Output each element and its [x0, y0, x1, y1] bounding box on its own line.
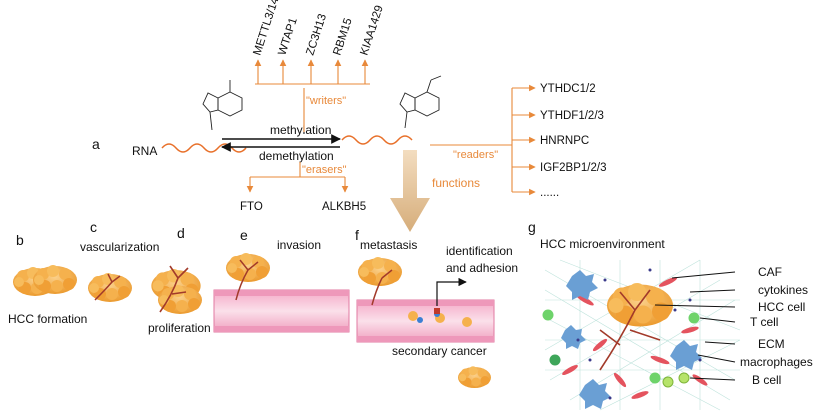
macrophage-cells	[561, 270, 702, 409]
rna-strand-right	[341, 135, 413, 145]
blood-vessel-branch	[371, 269, 393, 306]
erasers-group	[246, 162, 349, 193]
writer-rbm15: RBM15	[331, 17, 354, 57]
readers-group	[430, 84, 536, 196]
blood-vessel	[213, 289, 350, 333]
caption-secondary-cancer: secondary cancer	[392, 344, 487, 358]
panel-letter-g: g	[528, 219, 536, 235]
panel-letter-e: e	[240, 227, 248, 243]
reader-item: YTHDF1/2/3	[540, 110, 604, 122]
caption-proliferation: proliferation	[148, 321, 211, 335]
circulating-tumor-cell	[408, 311, 418, 321]
legend-caf: CAF	[758, 265, 782, 279]
demethylation-label: demethylation	[259, 149, 334, 163]
functions-label: functions	[432, 176, 480, 190]
panel-b: b HCC formation	[8, 232, 87, 326]
vessel-wall-bottom	[214, 326, 349, 332]
reader-item: ......	[540, 187, 559, 199]
vessel-wall-top	[214, 290, 349, 296]
legend-hcc-cell: HCC cell	[758, 300, 805, 314]
note-adhesion: and adhesion	[446, 261, 518, 275]
circulating-tumor-cell	[462, 317, 472, 327]
panel-letter-f: f	[355, 227, 359, 243]
panel-letter-c: c	[90, 219, 97, 235]
vessel-wall-bottom	[357, 336, 494, 342]
readers-label: "readers"	[453, 149, 498, 161]
panel-c: c vascularization	[80, 219, 159, 302]
legend-ecm: ECM	[758, 337, 785, 351]
legend-b-cell: B cell	[752, 373, 781, 387]
eraser-alkbh5: ALKBH5	[322, 201, 366, 213]
writers-group	[254, 59, 370, 132]
adhesion-pointer-arrow	[436, 277, 467, 306]
reader-item: HNRNPC	[540, 135, 589, 147]
panel-a: a RNA methylation demethylation	[92, 0, 606, 232]
adenine-molecule-icon	[202, 80, 243, 131]
legend-t-cell: T cell	[750, 315, 778, 329]
writer-kiaa1429: KIAA1429	[358, 4, 385, 57]
methyl-adenine-molecule-icon	[399, 75, 442, 129]
caption-hcc-microenvironment: HCC microenvironment	[540, 237, 665, 251]
panel-d: d proliferation	[148, 225, 211, 335]
reader-item: YTHDC1/2	[540, 83, 596, 95]
panel-f: f metastasis identification and adhesion…	[355, 227, 518, 388]
functions-arrow	[390, 150, 430, 232]
caf-cells	[562, 277, 708, 399]
methylation-label: methylation	[270, 123, 331, 137]
adhesion-site	[434, 308, 440, 314]
legend-pointers	[654, 271, 736, 381]
legend-cytokines: cytokines	[758, 283, 808, 297]
eraser-fto: FTO	[240, 201, 263, 213]
rna-strand-left	[161, 143, 247, 153]
writers-label: "writers"	[306, 95, 346, 107]
blood-vessel-network	[599, 289, 661, 371]
writer-zc3h13: ZC3H13	[304, 12, 329, 56]
hcc-tumor-icon	[33, 265, 77, 294]
panel-e: e invasion	[213, 227, 350, 333]
cytokine-dots	[576, 268, 702, 400]
reader-item: IGF2BP1/2/3	[540, 162, 606, 174]
caption-metastasis: metastasis	[360, 238, 417, 252]
adhesion-marker	[417, 317, 423, 323]
vessel-wall-top	[357, 300, 494, 306]
panel-letter-b: b	[16, 232, 24, 248]
t-cells	[542, 309, 700, 384]
tumor-icon	[226, 253, 270, 282]
rna-label: RNA	[132, 144, 157, 158]
hcc-tumor-icon	[607, 283, 673, 327]
caption-vascularization: vascularization	[80, 240, 159, 254]
b-cells	[662, 372, 690, 388]
panel-letter-d: d	[177, 225, 185, 241]
secondary-tumor-icon	[458, 366, 491, 388]
panel-letter-a: a	[92, 136, 100, 152]
writer-wtap1: WTAP1	[276, 16, 299, 57]
erasers-label: "erasers"	[302, 164, 347, 176]
caption-invasion: invasion	[277, 238, 321, 252]
blood-vessel-branch	[94, 273, 121, 301]
caption-hcc-formation: HCC formation	[8, 312, 87, 326]
note-identification: identification	[446, 244, 513, 258]
blood-vessel-branch	[235, 259, 259, 301]
blood-vessel	[356, 299, 495, 343]
panel-g: g HCC microenvironment	[528, 219, 813, 411]
blood-vessel-branch	[159, 265, 189, 313]
legend-macrophages: macrophages	[740, 355, 813, 369]
